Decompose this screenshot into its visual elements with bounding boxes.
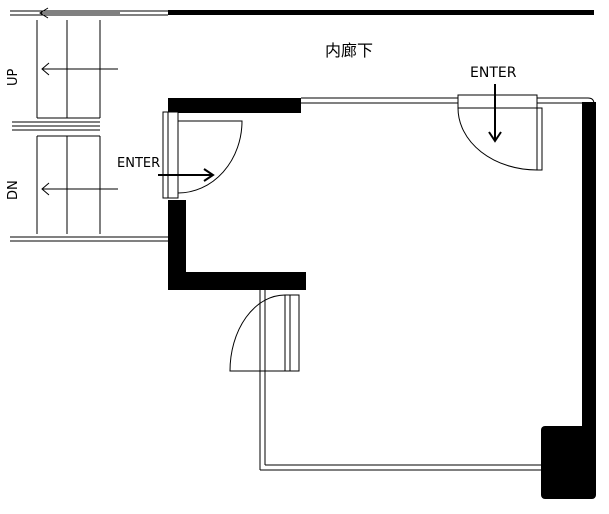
- stair-arrow-up-icon: [41, 62, 118, 76]
- entry-arrow-right-icon: [158, 168, 215, 182]
- corridor-wall: [10, 7, 594, 19]
- staircase: [10, 20, 168, 242]
- room-walls-thin: [259, 97, 595, 471]
- door-left: [162, 111, 243, 199]
- enter-label-left: ENTER: [117, 156, 160, 171]
- stair-down-label: DN: [6, 180, 21, 200]
- entry-arrow-down-icon: [488, 84, 502, 143]
- stair-up-label: UP: [6, 68, 21, 86]
- stair-arrow-down-icon: [41, 182, 118, 196]
- door-interior: [229, 294, 300, 372]
- room-walls: [168, 98, 596, 499]
- corridor-label: 内廊下: [325, 41, 373, 60]
- door-top: [457, 94, 543, 171]
- enter-label-top: ENTER: [470, 65, 517, 81]
